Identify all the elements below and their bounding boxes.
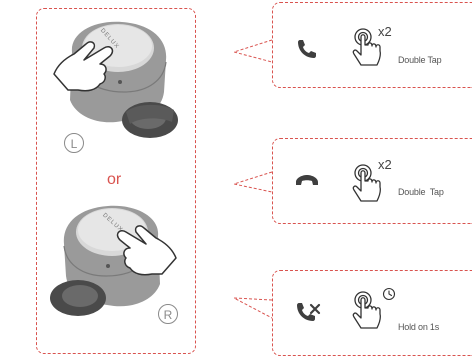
phone-answer-icon	[298, 40, 316, 58]
gesture-action-label: Double Tap	[398, 55, 442, 65]
clock-icon	[382, 287, 396, 301]
right-side-label: R	[158, 304, 178, 324]
gesture-box-reject	[272, 270, 472, 356]
left-earbud	[53, 21, 178, 138]
tap-count-label: x2	[378, 157, 392, 172]
hold-icon	[352, 291, 382, 329]
tap-count-label: x2	[378, 24, 392, 39]
gesture-box-hangup	[272, 138, 472, 224]
left-side-label: L	[64, 133, 84, 153]
right-earbud	[50, 205, 177, 316]
gesture-box-answer	[272, 2, 472, 88]
phone-reject-icon	[297, 303, 321, 321]
gesture-action-label: Double Tap	[398, 187, 444, 197]
callout-connectors	[232, 39, 273, 319]
phone-hangup-icon	[296, 175, 318, 185]
double-tap-icon	[352, 164, 382, 202]
or-label: or	[107, 171, 122, 188]
gesture-action-label: Hold on 1s	[398, 322, 440, 332]
earbud-panel	[36, 8, 196, 354]
double-tap-icon	[352, 28, 382, 66]
